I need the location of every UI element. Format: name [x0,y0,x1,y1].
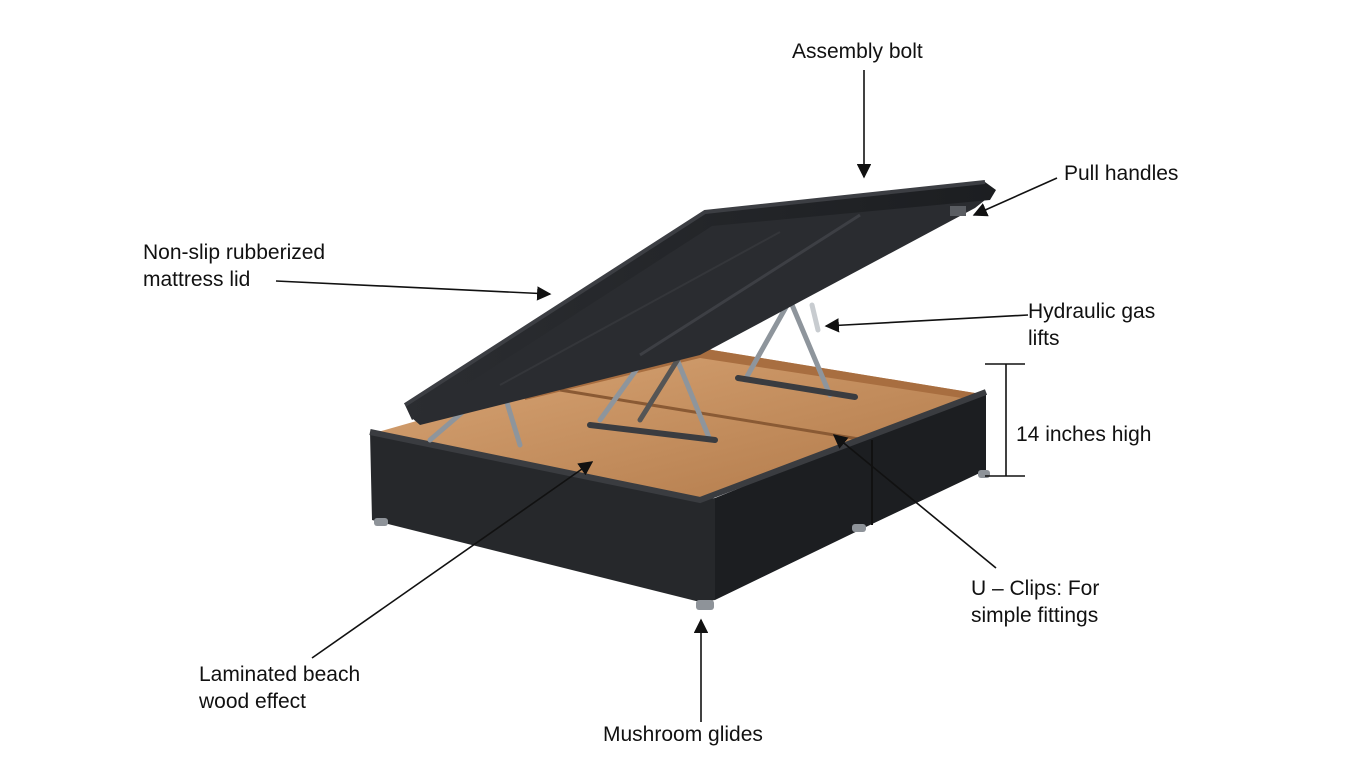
lid-underside [412,196,990,425]
leader-pull-handles [972,177,1058,217]
glide-front [696,600,714,610]
top-rim [369,389,988,504]
leader-wood-effect [311,461,594,659]
label-wood-effect-line1: Laminated beach [199,663,361,686]
label-mattress-lid-line2: mattress lid [143,268,251,291]
glide-left [374,518,388,526]
label-gas-lifts-line1: Hydraulic gas [1028,300,1156,323]
pull-handle [950,206,966,216]
label-pull-handles: Pull handles [1064,162,1179,185]
label-mattress-lid: Non-slip rubberized mattress lid [143,239,325,293]
label-wood-effect-line2: wood effect [199,690,307,713]
front-panel [370,432,715,602]
mattress-lid [403,180,996,425]
label-assembly-bolt: Assembly bolt [792,40,923,63]
label-glides: Mushroom glides [603,723,763,746]
label-gas-lifts: Hydraulic gas lifts [1028,298,1155,352]
leader-gas-lifts [824,314,1029,333]
label-mattress-lid-line1: Non-slip rubberized [143,241,326,264]
lid-rail [639,213,861,357]
leader-u-clips [832,434,997,569]
callout-lines [275,70,1058,722]
glide-right [852,524,866,532]
label-gas-lifts-line2: lifts [1028,327,1060,350]
label-u-clips-line1: U – Clips: For [971,577,1100,600]
label-u-clips-line2: simple fittings [971,604,1099,627]
centre-divider [559,388,866,442]
lid-rail-2 [499,231,781,386]
lid-top-edge [405,182,996,420]
right-panel [715,392,986,600]
label-wood-effect: Laminated beach wood effect [199,661,360,715]
leader-mattress-lid [275,280,552,301]
lid-rim [403,180,986,407]
label-height: 14 inches high [1016,423,1152,446]
label-u-clips: U – Clips: For simple fittings [971,575,1099,629]
